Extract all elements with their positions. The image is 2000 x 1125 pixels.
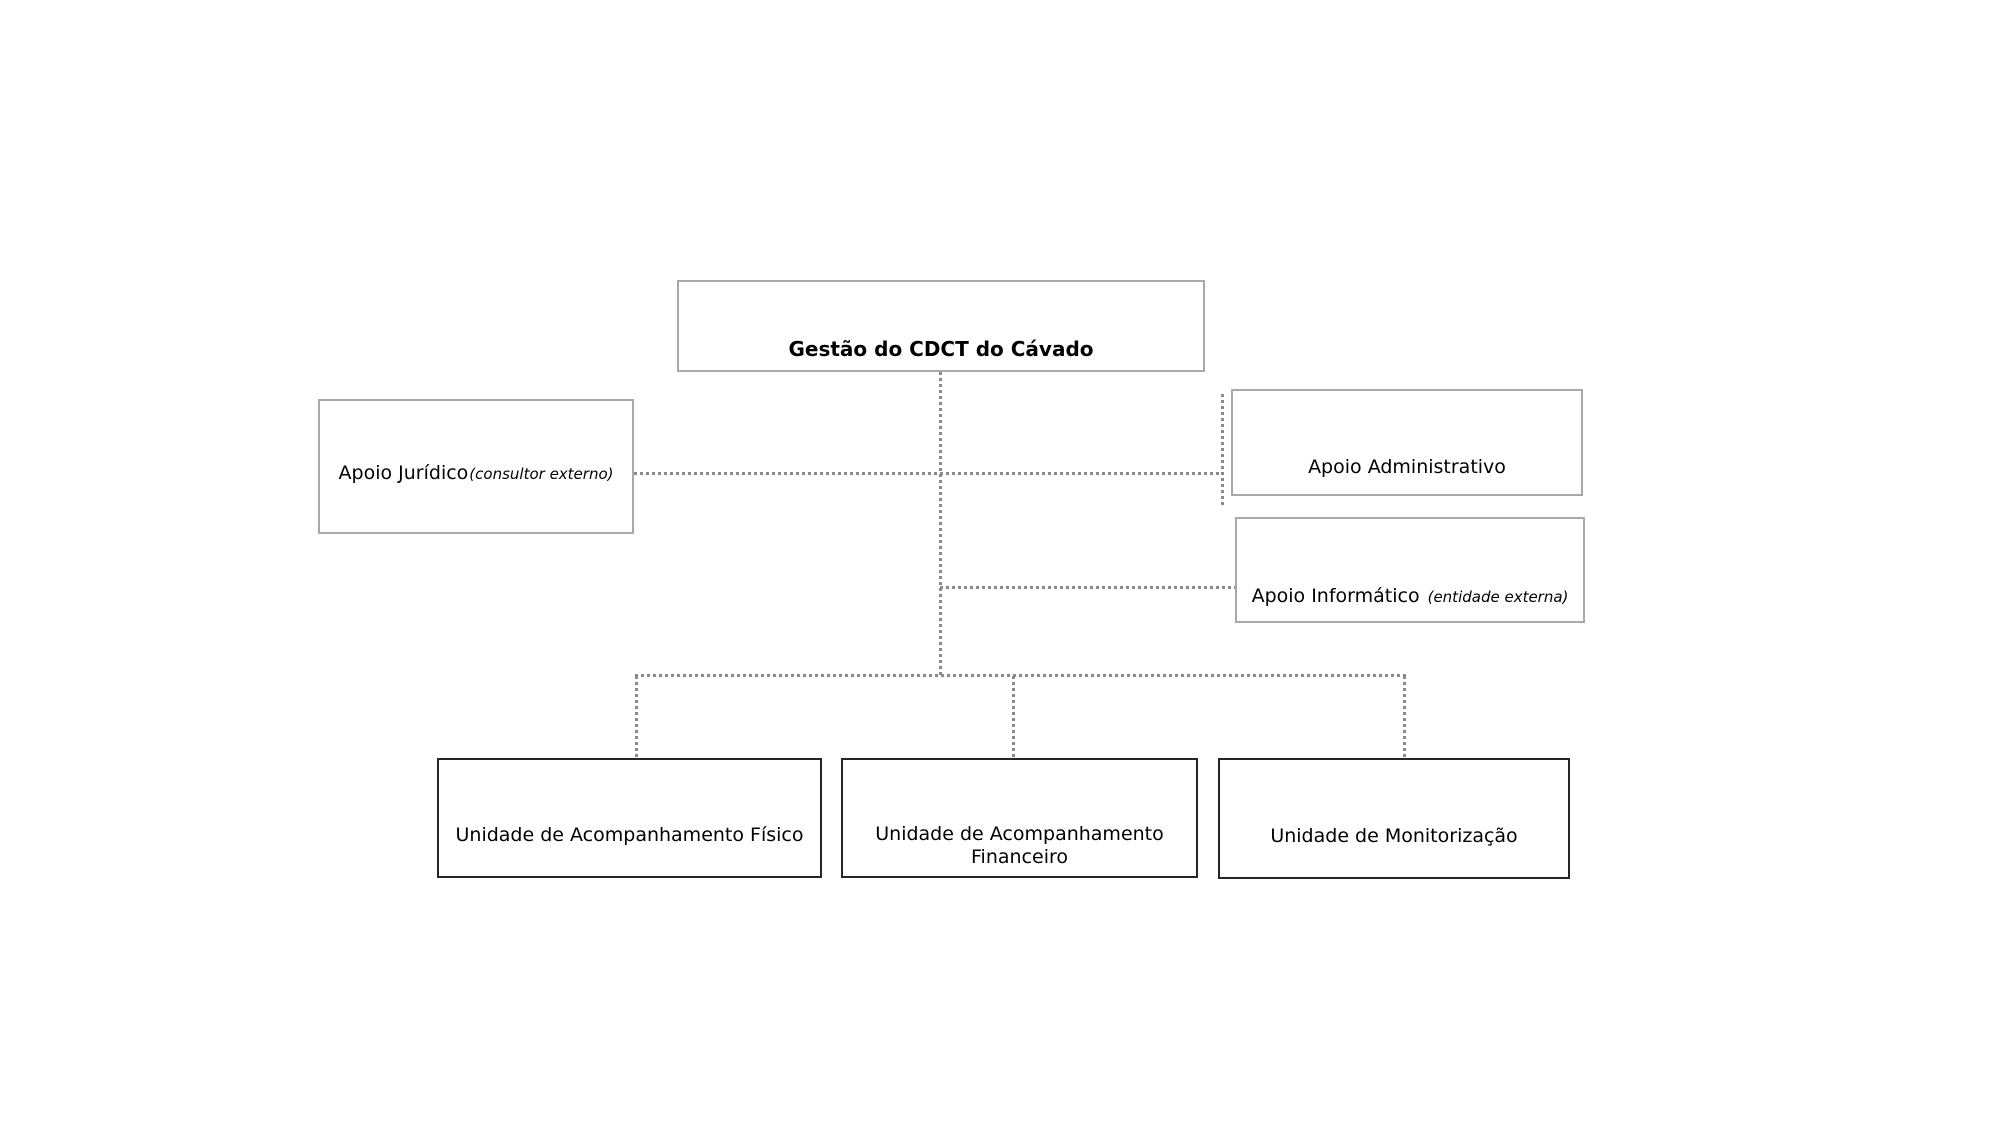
org-box-gestao-cdct: Gestão do CDCT do Cávado [677, 280, 1205, 372]
org-box-apoio-informatico-label: Apoio Informático [1251, 585, 1420, 608]
connector-unit-financeiro-stub [1012, 676, 1015, 759]
org-box-apoio-informatico-note: (entidade externa) [1427, 588, 1569, 607]
org-box-unidade-financeiro: Unidade de Acompanhamento Financeiro [841, 758, 1198, 878]
connector-unit-fisico-stub [635, 676, 638, 758]
org-box-apoio-administrativo-label: Apoio Administrativo [1308, 456, 1506, 479]
org-box-apoio-informatico-text: Apoio Informático (entidade externa) [1252, 584, 1569, 609]
connector-trunk-vertical [939, 372, 942, 676]
connector-administrativo-vertical [1221, 394, 1224, 508]
connector-informatico-horizontal [940, 586, 1235, 589]
org-box-gestao-label: Gestão do CDCT do Cávado [788, 337, 1094, 361]
connector-juridico-horizontal [634, 472, 1224, 475]
org-box-unidade-fisico: Unidade de Acompanhamento Físico [437, 758, 822, 878]
org-box-apoio-administrativo: Apoio Administrativo [1231, 389, 1583, 496]
org-box-apoio-informatico: Apoio Informático (entidade externa) [1235, 517, 1585, 623]
connector-units-rake-horizontal [635, 674, 1406, 677]
org-box-apoio-juridico-label: Apoio Jurídico [338, 462, 469, 485]
org-box-unidade-fisico-label: Unidade de Acompanhamento Físico [455, 824, 804, 847]
org-box-apoio-juridico-note: (consultor externo) [469, 465, 614, 484]
org-box-unidade-financeiro-label: Unidade de Acompanhamento Financeiro [875, 822, 1164, 869]
org-box-unidade-monitorizacao-label: Unidade de Monitorização [1270, 825, 1518, 848]
org-box-apoio-juridico-text: Apoio Jurídico(consultor externo) [339, 461, 614, 486]
org-box-apoio-juridico: Apoio Jurídico(consultor externo) [318, 399, 634, 534]
org-box-unidade-monitorizacao: Unidade de Monitorização [1218, 758, 1570, 879]
connector-unit-monitorizacao-stub [1403, 676, 1406, 758]
